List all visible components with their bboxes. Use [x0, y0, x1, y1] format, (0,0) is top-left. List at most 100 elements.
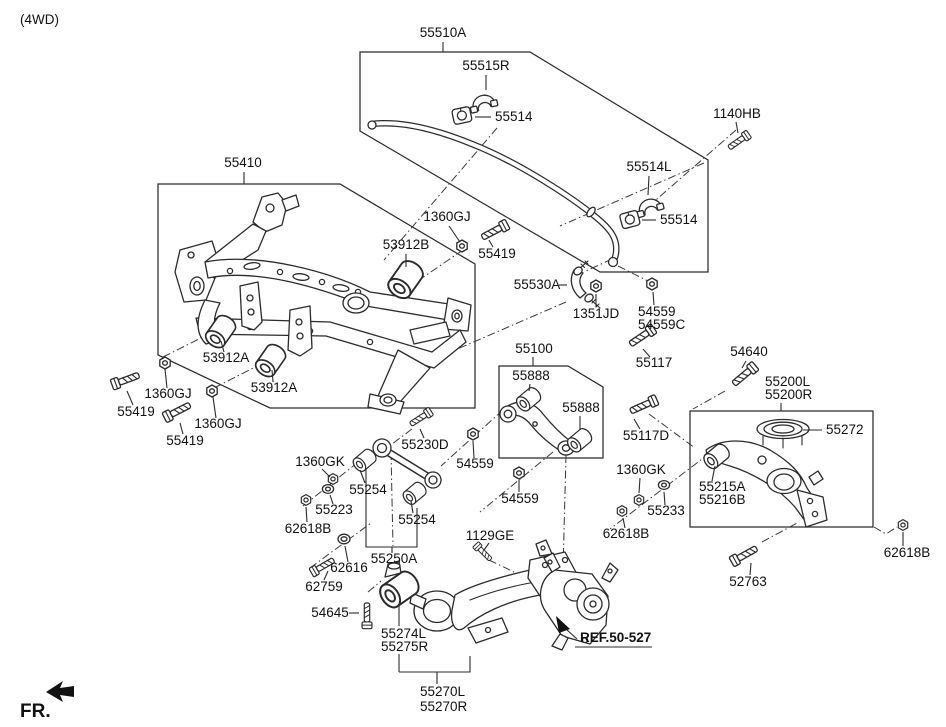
part-nut-54559-b — [513, 466, 525, 480]
part-label-53912A-54: 53912A — [251, 380, 298, 395]
part-label-REF.50-527-46: REF.50-527 — [580, 630, 651, 645]
part-label-54559-25: 54559 — [501, 491, 539, 506]
part-bolt-1140HB — [725, 129, 753, 153]
part-bushing-55514-top — [450, 105, 473, 126]
part-label-55272-22: 55272 — [826, 422, 864, 437]
part-bushing-53912A-2 — [251, 340, 290, 381]
group-boxes — [157, 51, 874, 528]
ref-arrowhead — [556, 616, 570, 633]
part-label-54640-19: 54640 — [730, 344, 768, 359]
part-nut-1360GJ-left1 — [159, 356, 171, 370]
bracket-55270 — [398, 605, 471, 684]
part-label-1360GJ-8: 1360GJ — [423, 209, 470, 224]
part-label-55233-28: 55233 — [647, 503, 685, 518]
box-55510A — [359, 51, 709, 273]
part-label-55410-5: 55410 — [224, 155, 262, 170]
part-nut-1351JD — [590, 279, 602, 293]
part-washer-62616 — [337, 533, 351, 545]
part-label-55419-51: 55419 — [166, 433, 204, 448]
part-crossmember-55410 — [174, 192, 472, 415]
part-washer-55223 — [321, 483, 335, 495]
bar-eye-right — [607, 256, 619, 268]
part-label-62759-39: 62759 — [305, 579, 343, 594]
part-label-55254-36: 55254 — [398, 512, 436, 527]
part-label-4WD-0: (4WD) — [20, 12, 59, 27]
group-leader-lines — [126, 42, 904, 684]
part-bolt-54645 — [361, 602, 373, 630]
part-bolt-52763 — [728, 542, 760, 568]
part-stabilizer-bar-55510A — [367, 120, 620, 268]
part-label-55510A-1: 55510A — [420, 25, 467, 40]
part-washer-55233 — [657, 479, 671, 491]
part-label-55274L-42: 55274L — [381, 626, 427, 641]
part-label-55514-7: 55514 — [660, 212, 698, 227]
box-55200 — [689, 410, 874, 528]
part-label-55514-3: 55514 — [495, 109, 533, 124]
part-nut-1360GJ-top — [456, 239, 468, 253]
part-bolt-55117D — [627, 393, 660, 417]
part-bolt-1129GE — [472, 541, 495, 564]
part-stabilizer-link-55530A — [570, 260, 601, 309]
part-label-55223-34: 55223 — [315, 502, 353, 517]
part-label-55275R-43: 55275R — [381, 639, 429, 654]
part-label-54559C-14: 54559C — [638, 317, 686, 332]
bar-collar — [586, 206, 596, 218]
part-label-53912B-9: 53912B — [383, 237, 430, 252]
part-label-1351JD-12: 1351JD — [573, 306, 620, 321]
part-nut-62618B-right — [897, 519, 909, 531]
part-label-1140HB-4: 1140HB — [713, 106, 761, 121]
part-label-FR.-55: FR. — [20, 701, 51, 722]
bar-eye-left — [367, 120, 377, 130]
part-bolt-55419-top — [479, 218, 511, 243]
part-bushing-55514-right — [618, 209, 642, 230]
part-assist-arm-55250A — [372, 438, 442, 489]
part-label-55514L-6: 55514L — [626, 159, 672, 174]
part-knuckle-ref-50-527 — [539, 552, 619, 651]
part-label-55888-16: 55888 — [512, 368, 550, 383]
part-bushing-55274 — [384, 560, 427, 610]
group-phantom-lines — [162, 127, 898, 593]
part-nut-54559-top — [646, 277, 658, 291]
part-label-55254-33: 55254 — [349, 482, 387, 497]
part-bolt-54640 — [729, 360, 760, 389]
part-label-55270L-44: 55270L — [420, 684, 466, 699]
part-nut-54559-a — [467, 427, 479, 441]
part-label-1360GK-27: 1360GK — [616, 462, 666, 477]
part-nut-1360GK-right — [633, 494, 645, 506]
bracket-55250A — [365, 468, 418, 553]
part-label-62618B-29: 62618B — [603, 526, 650, 541]
part-label-55419-49: 55419 — [117, 404, 155, 419]
fr-direction-arrow-icon — [46, 681, 74, 702]
part-label-55117-18: 55117 — [636, 355, 673, 370]
part-label-55215A-30: 55215A — [699, 479, 746, 494]
part-label-55117D-26: 55117D — [623, 428, 670, 443]
part-bracket-55515R — [467, 92, 500, 114]
part-label-62616-38: 62616 — [330, 560, 368, 575]
part-label-54559-24: 54559 — [456, 456, 494, 471]
part-lower-arm-55200 — [705, 418, 828, 528]
box-55100 — [498, 365, 604, 459]
part-nut-62618B-left — [300, 494, 312, 506]
part-label-54645-40: 54645 — [311, 605, 349, 620]
part-nut-1360GK-left — [327, 473, 339, 485]
part-nut-1360GJ-left2 — [206, 384, 218, 398]
box-55410 — [157, 183, 476, 409]
part-label-53912A-53: 53912A — [203, 350, 250, 365]
part-label-55419-10: 55419 — [478, 246, 516, 261]
part-label-1360GJ-52: 1360GJ — [194, 416, 241, 431]
part-label-62618B-35: 62618B — [285, 521, 332, 536]
part-label-55230D-23: 55230D — [401, 437, 449, 452]
part-label-55216B-31: 55216B — [699, 492, 746, 507]
part-label-55200L-20: 55200L — [765, 374, 811, 389]
part-bolt-55419-left2 — [161, 399, 193, 424]
part-label-1129GE-41: 1129GE — [466, 528, 515, 543]
part-bolt-55230D — [407, 406, 435, 429]
part-label-55200R-21: 55200R — [765, 387, 813, 402]
part-nut-62618B-center — [616, 505, 628, 517]
part-bushing-55254-2 — [400, 479, 430, 508]
part-label-1360GJ-50: 1360GJ — [144, 386, 191, 401]
part-label-55515R-2: 55515R — [462, 58, 510, 73]
part-label-54559-13: 54559 — [638, 304, 676, 319]
part-label-52763-47: 52763 — [729, 574, 767, 589]
